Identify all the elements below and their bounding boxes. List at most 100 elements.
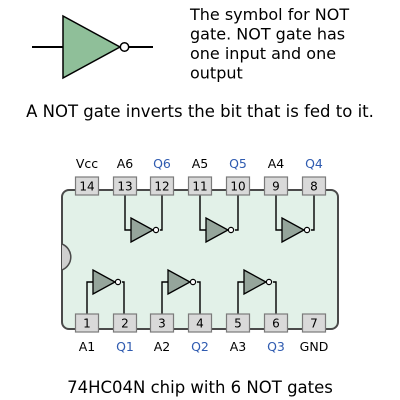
gate-triangle — [281, 216, 306, 244]
not-gate-3 — [281, 216, 311, 244]
gate-triangle — [167, 268, 192, 296]
wire-a4 — [275, 195, 282, 231]
pin-box — [263, 313, 289, 333]
pin-box — [187, 313, 213, 333]
pin-number: 2 — [121, 317, 129, 331]
pin-number: 3 — [158, 317, 166, 331]
gate-triangle — [243, 268, 268, 296]
chip-wiring — [86, 195, 315, 320]
bottom-pin-1: 1A1 — [74, 313, 100, 354]
chip-gates — [92, 216, 311, 296]
bottom-pin-4: 4Q2 — [187, 313, 213, 354]
wire-q4 — [311, 195, 315, 231]
gate-bubble — [265, 278, 273, 286]
pin-number: 12 — [154, 180, 169, 194]
wire-q3 — [273, 281, 277, 320]
wire-q5 — [235, 195, 239, 231]
pin-label: GND — [300, 339, 329, 354]
wire-a6 — [124, 195, 131, 231]
not-gate-6 — [243, 268, 273, 296]
pin-box — [112, 176, 138, 196]
pin-number: 5 — [234, 317, 242, 331]
pin-label: Q2 — [191, 339, 209, 354]
symbol-description-line-1: The symbol for NOT — [189, 5, 349, 24]
bottom-pin-6: 6Q3 — [263, 313, 289, 354]
pin-box — [301, 313, 327, 333]
pin-label: A4 — [268, 156, 285, 171]
pin-number: 7 — [310, 317, 318, 331]
top-pin-9: 9 A4 — [263, 156, 289, 196]
chip-notch — [61, 243, 72, 271]
top-pin-10: 10 Q5 — [225, 156, 251, 196]
not-gate-2 — [205, 216, 235, 244]
pin-box — [74, 313, 100, 333]
not-gate-4 — [92, 268, 122, 296]
top-pin-12: 12 Q6 — [149, 156, 175, 196]
gate-bubble — [189, 278, 197, 286]
pin-box — [74, 176, 100, 196]
pin-label: A1 — [79, 339, 96, 354]
pin-number: 10 — [230, 180, 245, 194]
bottom-pin-3: 3A2 — [149, 313, 175, 354]
pin-label: A5 — [192, 156, 209, 171]
pin-box — [301, 176, 327, 196]
explanation-text: A NOT gate inverts the bit that is fed t… — [26, 102, 374, 121]
top-pin-14: 14 Vcc — [74, 156, 100, 196]
gate-bubble — [227, 226, 235, 234]
gate-triangle — [205, 216, 230, 244]
pin-box — [112, 313, 138, 333]
pin-number: 14 — [79, 180, 94, 194]
wire-q2 — [197, 281, 201, 320]
pin-number: 13 — [117, 180, 132, 194]
pin-label: Q5 — [229, 156, 247, 171]
pin-box — [187, 176, 213, 196]
bottom-pin-5: 5A3 — [225, 313, 251, 354]
pin-number: 11 — [192, 180, 207, 194]
not-gate-5 — [167, 268, 197, 296]
not-gate-1 — [130, 216, 160, 244]
pin-label: Q3 — [267, 339, 285, 354]
not-gate-symbol — [32, 14, 153, 80]
gate-bubble — [303, 226, 311, 234]
wire-a3 — [237, 281, 244, 320]
symbol-gate-triangle — [62, 14, 122, 80]
pin-label: Q4 — [305, 156, 323, 171]
pin-label: Q6 — [153, 156, 171, 171]
wire-q1 — [122, 281, 125, 320]
gate-bubble — [114, 278, 122, 286]
chip-caption: 74HC04N chip with 6 NOT gates — [67, 378, 333, 397]
symbol-description-line-2: gate. NOT gate has — [190, 25, 345, 44]
pin-label: A3 — [230, 339, 247, 354]
top-pin-11: 11 A5 — [187, 156, 213, 196]
pin-box — [149, 176, 175, 196]
pin-box — [149, 313, 175, 333]
gate-triangle — [130, 216, 155, 244]
symbol-inverter-bubble — [119, 42, 130, 52]
bottom-pin-2: 2Q1 — [112, 313, 138, 354]
gate-triangle — [92, 268, 117, 296]
pin-box — [263, 176, 289, 196]
pin-label: A6 — [117, 156, 134, 171]
wire-a5 — [199, 195, 206, 231]
wire-a1 — [86, 281, 93, 320]
pin-number: 1 — [83, 317, 91, 331]
gate-bubble — [152, 226, 160, 234]
pin-number: 4 — [196, 317, 204, 331]
pin-box — [225, 176, 251, 196]
symbol-description-line-4: output — [190, 64, 243, 83]
pin-label: A2 — [154, 339, 171, 354]
pin-number: 8 — [310, 180, 318, 194]
pin-number: 6 — [272, 317, 280, 331]
top-pin-13: 13 A6 — [112, 156, 138, 196]
pin-box — [225, 313, 251, 333]
pin-number: 9 — [272, 180, 280, 194]
wire-q6 — [160, 195, 163, 231]
symbol-description: The symbol for NOT gate. NOT gate has on… — [189, 5, 354, 83]
pin-label: Vcc — [76, 156, 98, 171]
top-pin-8: 8 Q4 — [301, 156, 327, 196]
wire-a2 — [161, 281, 168, 320]
